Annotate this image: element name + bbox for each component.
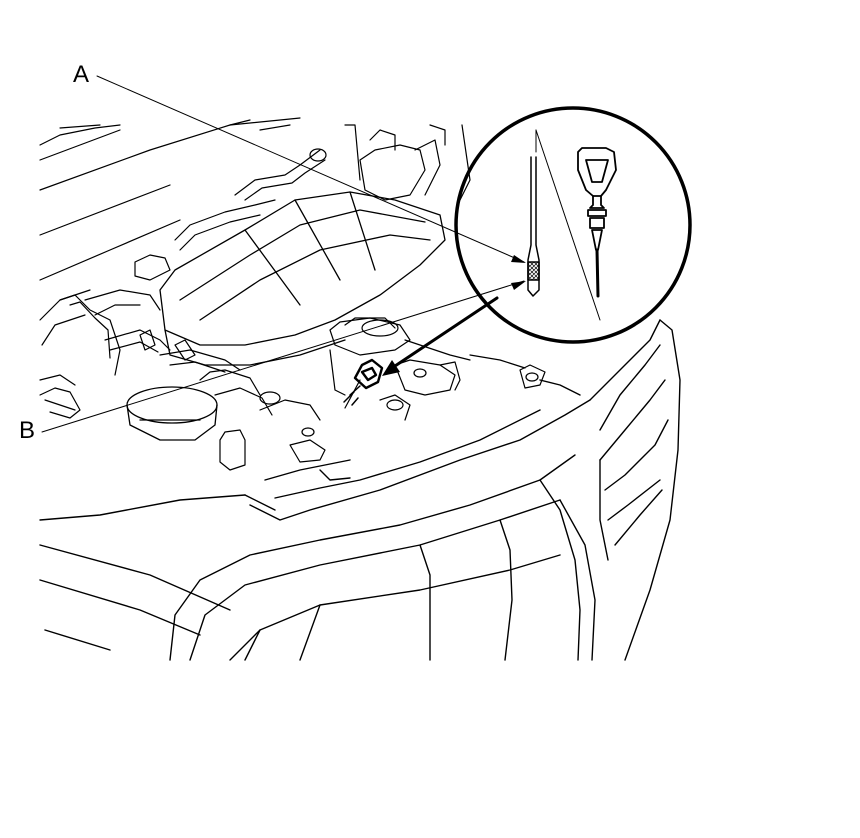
- callout-label-a: A: [73, 61, 90, 88]
- right-headlight: [540, 320, 680, 660]
- engine-components: [200, 318, 545, 470]
- left-hoses: [40, 290, 240, 418]
- callout-arrowheads: [511, 255, 526, 290]
- engine-cover: [160, 192, 445, 365]
- leader-a: [97, 76, 524, 262]
- location-pointer-arrow: [382, 298, 497, 376]
- dipstick-ring-in-bay: [344, 360, 382, 405]
- arrowhead-a: [511, 255, 526, 263]
- dipstick-handle: [578, 148, 616, 296]
- arrowhead-b: [511, 281, 526, 290]
- callout-leaders: [42, 76, 524, 432]
- dipstick-detail-inset: [456, 108, 690, 342]
- hood: [40, 118, 300, 280]
- leader-b: [42, 281, 524, 432]
- front-bumper: [40, 400, 595, 660]
- intake-hoses: [135, 125, 470, 280]
- callout-label-b: B: [19, 417, 36, 444]
- reservoir-cap: [127, 387, 217, 440]
- dipstick-tip: [528, 157, 539, 296]
